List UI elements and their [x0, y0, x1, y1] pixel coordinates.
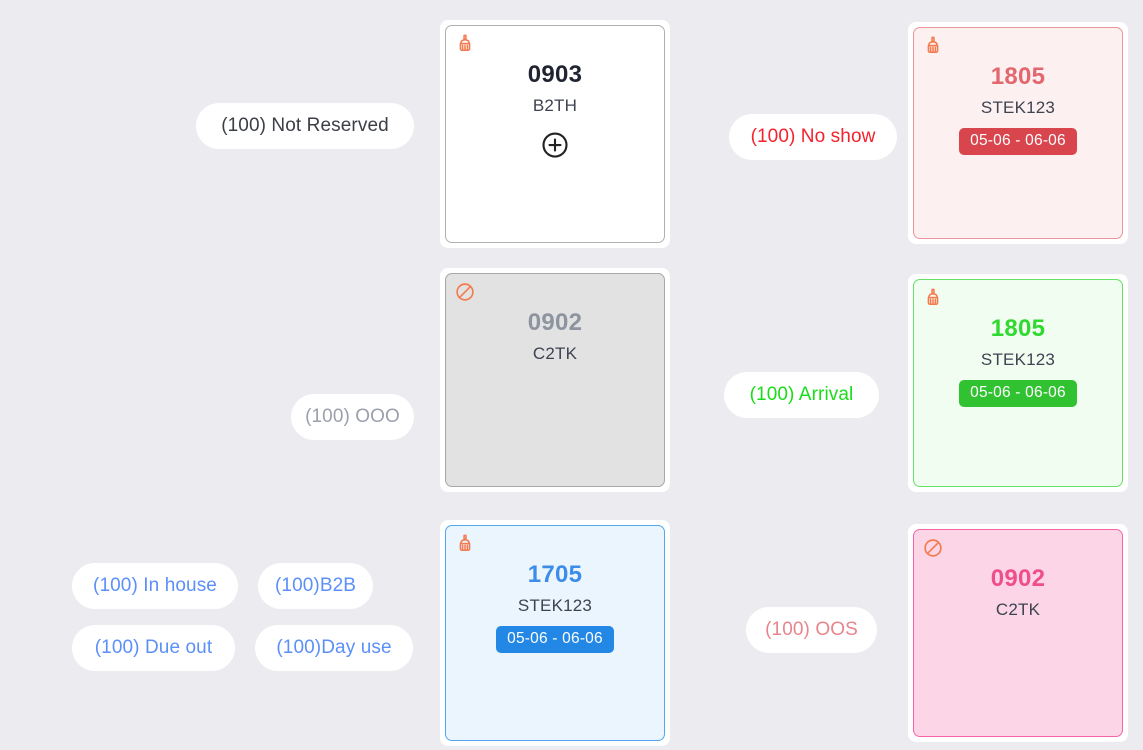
room-number: 1705	[527, 561, 583, 588]
room-number: 0903	[527, 61, 583, 88]
room-card-arrival[interactable]: 1805 STEK123 05-06 - 06-06	[908, 274, 1128, 492]
room-card-surface: 1805 STEK123 05-06 - 06-06	[913, 279, 1123, 487]
room-type: C2TK	[995, 600, 1041, 619]
legend-pill-label: (100) In house	[93, 575, 217, 596]
room-card-surface: 1805 STEK123 05-06 - 06-06	[913, 27, 1123, 239]
legend-pill-label: (100) OOO	[305, 406, 400, 427]
legend-pill-label: (100) Arrival	[749, 384, 854, 405]
room-card-no-show[interactable]: 1805 STEK123 05-06 - 06-06	[908, 22, 1128, 244]
room-card-body: 0902 C2TK	[914, 530, 1122, 620]
legend-pill-not-reserved[interactable]: (100) Not Reserved	[196, 103, 414, 149]
legend-pill-day-use[interactable]: (100)Day use	[255, 625, 413, 671]
legend-pill-label: (100)Day use	[276, 637, 392, 658]
room-type: STEK123	[517, 596, 593, 615]
stay-date-badge: 05-06 - 06-06	[496, 626, 614, 653]
legend-pill-ooo[interactable]: (100) OOO	[291, 394, 414, 440]
room-card-body: 0903 B2TH	[446, 26, 664, 160]
legend-pill-oos[interactable]: (100) OOS	[746, 607, 877, 653]
room-number: 0902	[990, 565, 1046, 592]
broom-icon	[922, 35, 944, 57]
legend-pill-arrival[interactable]: (100) Arrival	[724, 372, 879, 418]
room-card-body: 1805 STEK123 05-06 - 06-06	[914, 280, 1122, 407]
room-number: 1805	[990, 315, 1046, 342]
room-type: C2TK	[532, 344, 578, 363]
block-icon	[454, 281, 476, 303]
room-type: STEK123	[980, 350, 1056, 369]
room-card-body: 1805 STEK123 05-06 - 06-06	[914, 28, 1122, 155]
legend-pill-label: (100) Due out	[94, 637, 213, 658]
legend-pill-label: (100) No show	[750, 126, 876, 147]
room-card-body: 0902 C2TK	[446, 274, 664, 364]
room-number: 1805	[990, 63, 1046, 90]
room-card-surface: 0902 C2TK	[445, 273, 665, 487]
broom-icon	[922, 287, 944, 309]
room-type: B2TH	[532, 96, 578, 115]
room-card-ooo[interactable]: 0902 C2TK	[440, 268, 670, 492]
legend-pill-label: (100) Not Reserved	[221, 115, 389, 136]
block-icon	[922, 537, 944, 559]
room-card-surface: 0903 B2TH	[445, 25, 665, 243]
stay-date-badge: 05-06 - 06-06	[959, 128, 1077, 155]
legend-pill-due-out[interactable]: (100) Due out	[72, 625, 235, 671]
legend-pill-label: (100)B2B	[274, 575, 357, 596]
room-card-surface: 0902 C2TK	[913, 529, 1123, 737]
legend-pill-in-house[interactable]: (100) In house	[72, 563, 238, 609]
plus-circle-icon[interactable]	[540, 130, 570, 160]
legend-pill-label: (100) OOS	[765, 619, 858, 640]
room-card-oos[interactable]: 0902 C2TK	[908, 524, 1128, 742]
broom-icon	[454, 533, 476, 555]
room-card-in-house[interactable]: 1705 STEK123 05-06 - 06-06	[440, 520, 670, 746]
room-card-not-reserved[interactable]: 0903 B2TH	[440, 20, 670, 248]
room-number: 0902	[527, 309, 583, 336]
legend-pill-b2b[interactable]: (100)B2B	[258, 563, 373, 609]
room-card-surface: 1705 STEK123 05-06 - 06-06	[445, 525, 665, 741]
legend-pill-no-show[interactable]: (100) No show	[729, 114, 897, 160]
stay-date-badge: 05-06 - 06-06	[959, 380, 1077, 407]
broom-icon	[454, 33, 476, 55]
room-type: STEK123	[980, 98, 1056, 117]
room-card-body: 1705 STEK123 05-06 - 06-06	[446, 526, 664, 653]
